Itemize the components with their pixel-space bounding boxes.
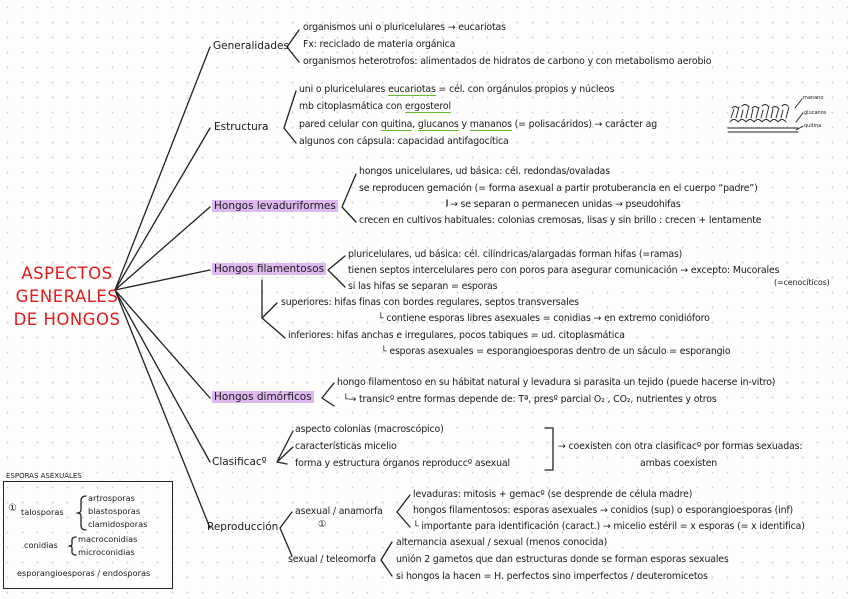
estructura-item-2: mb citoplasmática con ergosterol — [299, 101, 451, 113]
node-generalidades: Generalidades — [213, 40, 289, 52]
estructura-item-4: algunos con cápsula: capacidad antifagoc… — [299, 136, 509, 147]
sexual-item-3: si hongos la hacen = H. perfectos sino i… — [396, 571, 708, 582]
underline-mananos: mananos — [469, 119, 512, 131]
esporas-esporangio: esporangioesporas / endosporas — [17, 568, 151, 578]
generalidades-item-1: organismos uni o pluricelulares → eucari… — [303, 22, 506, 33]
clasificacion-item-2: características micelio — [295, 441, 397, 452]
asexual-item-2: hongos filamentosos: esporas asexuales →… — [413, 505, 794, 516]
clasificacion-item-3: forma y estructura órganos reproduccº as… — [295, 458, 510, 469]
levaduriformes-item-4: crecen en cultivos habituales: colonias … — [359, 215, 762, 226]
clasificacion-note-2: ambas coexisten — [640, 458, 718, 469]
title-line-3: DE HONGOS — [13, 310, 121, 329]
reproduccion-asexual: asexual / anamorfa — [295, 506, 383, 517]
talosporas-item-1: artrosporas — [88, 493, 135, 503]
levaduriformes-item-1: hongos unicelulares, ud básica: cél. red… — [359, 166, 610, 177]
generalidades-item-3: organismos heterotrofos: alimentados de … — [303, 56, 712, 67]
node-levaduriformes: Hongos levaduriformes — [212, 200, 338, 213]
fig-label-manano: manano — [803, 95, 824, 101]
estructura-item-1: uni o pluricelulares eucariotas = cél. c… — [299, 84, 615, 96]
generalidades-item-2: Fx: reciclado de materia orgánica — [303, 39, 456, 50]
filamentosos-item-3: si las hifas se separan = esporas — [348, 281, 498, 292]
fig-label-quitina: quitina — [804, 123, 822, 129]
filamentosos-inferiores: inferiores: hifas anchas e irregulares, … — [288, 330, 625, 341]
underline-ergosterol: ergosterol — [404, 101, 451, 113]
filamentosos-item-2: tienen septos intercelulares pero con po… — [348, 265, 780, 276]
node-filamentosos: Hongos filamentosos — [212, 263, 327, 276]
node-reproduccion: Reproducción — [207, 521, 279, 533]
highlight-dimorficos: Hongos dimórficos — [212, 391, 314, 403]
clasificacion-item-1: aspecto colonias (macroscópico) — [295, 424, 444, 435]
reproduccion-sexual: sexual / teleomorfa — [288, 554, 376, 565]
reproduccion-asexual-mark: ① — [318, 519, 327, 530]
filamentosos-cenociticos: (=cenocíticos) — [774, 278, 830, 287]
sexual-item-1: alternancia asexual / sexual (menos cono… — [396, 537, 608, 548]
fig-label-glucanos: glucanos — [804, 110, 827, 116]
asexual-item-3: └ importante para identificación (caract… — [413, 521, 805, 532]
highlight-filamentosos: Hongos filamentosos — [212, 263, 327, 275]
clasificacion-note-1: → coexisten con otra clasificacº por for… — [558, 441, 803, 452]
levaduriformes-item-3: → se separan o permanecen unidas → pseud… — [450, 199, 681, 210]
levaduriformes-item-2: se reproducen gemación (= forma asexual … — [359, 183, 758, 194]
estructura-item-3: pared celular con quitina, glucanos y ma… — [299, 119, 658, 131]
title-line-1: ASPECTOS — [21, 264, 113, 283]
conidias-item-2: microconidias — [78, 547, 135, 557]
esporas-mark: ① — [8, 503, 17, 514]
node-estructura: Estructura — [214, 121, 269, 133]
esporas-conidias: conidias — [24, 540, 58, 550]
dimorficos-item-1: hongo filamentoso en su hábitat natural … — [337, 377, 776, 388]
esporas-box — [3, 481, 173, 589]
asexual-item-1: levaduras: mitosis + gemacº (se desprend… — [413, 489, 693, 500]
underline-glucanos: glucanos — [417, 119, 459, 131]
filamentosos-inferiores-sub: └ esporas asexuales = esporangioesporas … — [381, 346, 731, 357]
filamentosos-superiores-sub: └ contiene esporas libres asexuales = co… — [378, 313, 710, 324]
node-clasificacion: Clasificacº — [212, 456, 267, 468]
page-title: ASPECTOS GENERALES DE HONGOS — [2, 262, 132, 331]
underline-eucariotas: eucariotas — [388, 84, 436, 96]
title-line-2: GENERALES — [15, 287, 119, 306]
sexual-item-2: unión 2 gametos que dan estructuras dond… — [396, 554, 729, 565]
talosporas-item-2: blastosporas — [88, 506, 141, 516]
dimorficos-item-2: └→ transicº entre formas depende de: Tª,… — [343, 394, 717, 405]
esporas-talosporas: talosporas — [21, 507, 64, 517]
filamentosos-superiores: superiores: hifas finas con bordes regul… — [281, 297, 579, 308]
underline-quitina: quitina — [380, 119, 413, 131]
conidias-item-1: macroconidias — [78, 534, 138, 544]
talosporas-item-3: clamidosporas — [88, 519, 148, 529]
esporas-box-title: ESPORAS ASEXUALES — [6, 472, 82, 480]
filamentosos-item-1: pluricelulares, ud básica: cél. cilíndri… — [348, 249, 683, 260]
highlight-levaduriformes: Hongos levaduriformes — [212, 200, 338, 212]
node-dimorficos: Hongos dimórficos — [212, 391, 314, 404]
